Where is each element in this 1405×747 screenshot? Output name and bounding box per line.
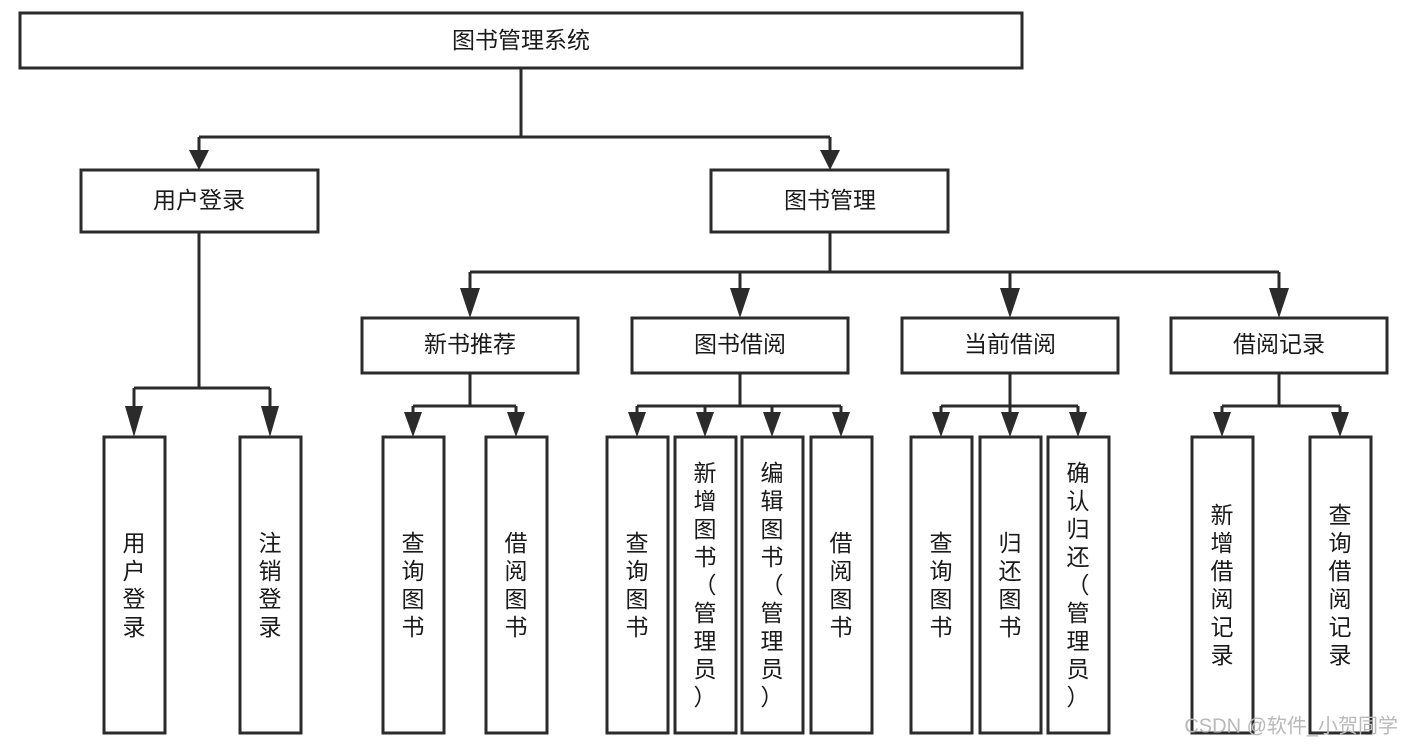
node-root-box[interactable] xyxy=(18,11,1024,70)
node-leaf-borrow-book-1-box[interactable] xyxy=(484,435,549,735)
node-leaf-logout-login[interactable]: 注销登录 xyxy=(238,435,303,735)
node-leaf-borrow-book-1-label: 借阅图书 xyxy=(505,530,528,640)
node-leaf-add-borrow-record-box[interactable] xyxy=(1190,435,1255,735)
node-book-borrow-box[interactable] xyxy=(630,316,850,375)
node-leaf-query-borrow-record[interactable]: 查询借阅记录 xyxy=(1308,435,1373,735)
arrow-to-leaf-add-book-admin xyxy=(696,412,714,437)
node-leaf-user-login-label: 用户登录 xyxy=(123,530,146,640)
arrow-to-leaf-borrow-book-2 xyxy=(832,412,850,437)
node-leaf-logout-login-box[interactable] xyxy=(238,435,303,735)
arrow-to-leaf-edit-book-admin xyxy=(763,412,781,437)
node-user-login-box[interactable] xyxy=(79,168,320,234)
node-leaf-query-book-1[interactable]: 查询图书 xyxy=(381,435,446,735)
node-leaf-edit-book-admin-label: 编辑图书（管理员） xyxy=(761,460,784,710)
node-new-book-recommend[interactable]: 新书推荐 xyxy=(360,316,580,375)
node-leaf-add-book-admin-label: 新增图书（管理员） xyxy=(694,460,717,710)
node-leaf-return-book-label: 归还图书 xyxy=(999,530,1022,640)
arrow-to-new-book-recommend xyxy=(460,288,480,318)
node-leaf-user-login-box[interactable] xyxy=(102,435,167,735)
node-book-manage[interactable]: 图书管理 xyxy=(709,168,950,234)
arrow-to-leaf-query-book-3 xyxy=(932,412,950,437)
arrow-to-leaf-borrow-book-1 xyxy=(507,412,525,437)
node-leaf-borrow-book-2[interactable]: 借阅图书 xyxy=(809,435,874,735)
arrow-to-leaf-confirm-return-admin xyxy=(1069,412,1087,437)
node-borrow-record-label: 借阅记录 xyxy=(1233,331,1325,357)
node-book-manage-box[interactable] xyxy=(709,168,950,234)
node-leaf-query-book-3-box[interactable] xyxy=(909,435,974,735)
node-leaf-add-book-admin[interactable]: 新增图书（管理员） xyxy=(673,435,738,735)
arrow-to-book-manage xyxy=(820,150,840,170)
node-leaf-query-book-3-label: 查询图书 xyxy=(930,530,953,640)
arrow-to-leaf-query-book-1 xyxy=(404,412,422,437)
node-book-borrow[interactable]: 图书借阅 xyxy=(630,316,850,375)
node-leaf-confirm-return-admin[interactable]: 确认归还（管理员） xyxy=(1046,435,1111,735)
node-book-borrow-label: 图书借阅 xyxy=(694,331,786,357)
node-borrow-record[interactable]: 借阅记录 xyxy=(1169,316,1389,375)
node-leaf-logout-login-label: 注销登录 xyxy=(259,530,282,640)
node-leaf-edit-book-admin[interactable]: 编辑图书（管理员） xyxy=(740,435,805,735)
node-leaf-borrow-book-1[interactable]: 借阅图书 xyxy=(484,435,549,735)
node-leaf-query-borrow-record-label: 查询借阅记录 xyxy=(1329,502,1352,668)
node-borrow-record-box[interactable] xyxy=(1169,316,1389,375)
node-new-book-recommend-label: 新书推荐 xyxy=(424,331,516,357)
arrow-to-leaf-query-borrow-record xyxy=(1331,412,1349,437)
node-root[interactable]: 图书管理系统 xyxy=(18,11,1024,70)
node-user-login[interactable]: 用户登录 xyxy=(79,168,320,234)
arrow-to-current-borrow xyxy=(1000,288,1020,318)
node-leaf-borrow-book-2-box[interactable] xyxy=(809,435,874,735)
node-root-label: 图书管理系统 xyxy=(452,27,590,53)
arrow-to-book-borrow xyxy=(730,288,750,318)
node-current-borrow-label: 当前借阅 xyxy=(964,331,1056,357)
node-leaf-return-book-box[interactable] xyxy=(978,435,1043,735)
node-leaf-confirm-return-admin-box[interactable] xyxy=(1046,435,1111,735)
arrow-to-leaf-logout-login xyxy=(261,406,279,437)
node-new-book-recommend-box[interactable] xyxy=(360,316,580,375)
node-leaf-user-login[interactable]: 用户登录 xyxy=(102,435,167,735)
node-user-login-label: 用户登录 xyxy=(153,187,245,213)
node-book-manage-label: 图书管理 xyxy=(784,187,876,213)
node-leaf-add-borrow-record-label: 新增借阅记录 xyxy=(1211,502,1234,668)
node-current-borrow[interactable]: 当前借阅 xyxy=(900,316,1120,375)
node-leaf-add-book-admin-box[interactable] xyxy=(673,435,738,735)
node-leaf-query-book-2-box[interactable] xyxy=(605,435,670,735)
node-current-borrow-box[interactable] xyxy=(900,316,1120,375)
connector-layer xyxy=(125,68,1349,437)
arrow-to-leaf-user-login xyxy=(125,406,143,437)
node-leaf-query-borrow-record-box[interactable] xyxy=(1308,435,1373,735)
node-leaf-query-book-2[interactable]: 查询图书 xyxy=(605,435,670,735)
arrow-to-leaf-query-book-2 xyxy=(628,412,646,437)
arrow-to-borrow-record xyxy=(1269,288,1289,318)
node-leaf-query-book-1-box[interactable] xyxy=(381,435,446,735)
csdn-watermark: CSDN @软件_小贺同学 xyxy=(1184,714,1398,737)
node-leaf-borrow-book-2-label: 借阅图书 xyxy=(830,530,853,640)
node-leaf-query-book-2-label: 查询图书 xyxy=(626,530,649,640)
node-leaf-add-borrow-record[interactable]: 新增借阅记录 xyxy=(1190,435,1255,735)
node-leaf-confirm-return-admin-label: 确认归还（管理员） xyxy=(1067,460,1090,710)
node-leaf-return-book[interactable]: 归还图书 xyxy=(978,435,1043,735)
arrow-to-leaf-return-book xyxy=(1001,412,1019,437)
arrow-to-user-login xyxy=(189,150,209,170)
arrow-to-leaf-add-borrow-record xyxy=(1213,412,1231,437)
node-leaf-query-book-3[interactable]: 查询图书 xyxy=(909,435,974,735)
node-leaf-query-book-1-label: 查询图书 xyxy=(402,530,425,640)
node-leaf-edit-book-admin-box[interactable] xyxy=(740,435,805,735)
